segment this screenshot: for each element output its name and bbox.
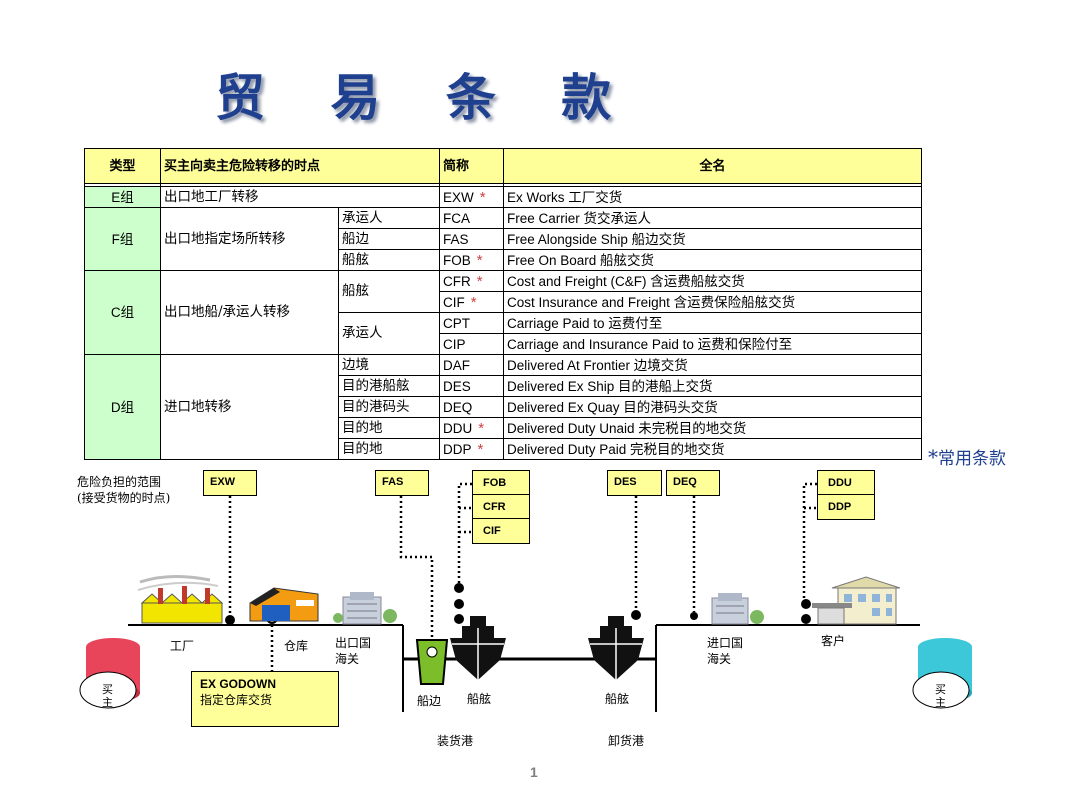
term-sub: 船舷 bbox=[338, 270, 440, 313]
customer-building-icon bbox=[812, 576, 901, 625]
common-star-icon: * bbox=[476, 272, 483, 290]
label-loading-port: 装货港 bbox=[437, 734, 474, 748]
term-full: Cost and Freight (C&F) 含运费船舷交货 bbox=[503, 270, 922, 292]
box-deq: DEQ bbox=[666, 470, 720, 496]
header-risk-point: 买主向卖主危险转移的时点 bbox=[160, 148, 440, 184]
label-warehouse: 仓库 bbox=[284, 639, 309, 653]
table-row: 目的港船舷 DES Delivered Ex Ship 目的港船上交货 bbox=[85, 375, 922, 397]
buyer-figure-icon bbox=[912, 638, 972, 709]
term-full: Ex Works 工厂交货 bbox=[503, 186, 922, 208]
factory-icon bbox=[137, 574, 224, 624]
term-full: Carriage and Insurance Paid to 运费和保险付至 bbox=[503, 333, 922, 355]
box-exw: EXW bbox=[203, 470, 257, 496]
group-c-risk: 出口地船/承运人转移 bbox=[160, 270, 339, 355]
table-row: 船舷 FOB* Free On Board 船舷交货 bbox=[85, 249, 922, 271]
trade-terms-table: 类型 买主向卖主危险转移的时点 简称 全名 E组 出口地工厂转移 EXW* Ex… bbox=[84, 148, 922, 460]
term-code: DDP* bbox=[439, 438, 504, 460]
term-code: CFR* bbox=[439, 270, 504, 292]
box-ddu: DDU bbox=[818, 471, 874, 495]
box-fob-cfr-cif: FOB CFR CIF bbox=[472, 470, 530, 544]
group-d-risk: 进口地转移 bbox=[160, 354, 339, 460]
term-sub: 船舷 bbox=[338, 249, 440, 271]
term-full: Free Carrier 货交承运人 bbox=[503, 207, 922, 229]
ship-icon-unloading bbox=[588, 616, 644, 680]
group-e: E组 bbox=[84, 186, 161, 208]
box-fob: FOB bbox=[473, 471, 529, 495]
box-cfr: CFR bbox=[473, 495, 529, 519]
common-star-icon: * bbox=[476, 251, 483, 269]
common-terms-note: *常用条款 bbox=[928, 445, 1006, 469]
risk-range-label: 危险负担的范围 (接受货物的时点) bbox=[77, 475, 171, 505]
common-star-icon: * bbox=[470, 293, 477, 311]
term-full: Delivered Duty Paid 完税目的地交货 bbox=[503, 438, 922, 460]
common-star-icon: * bbox=[478, 419, 485, 437]
table-row: C组 出口地船/承运人转移 船舷 CFR* Cost and Freight (… bbox=[84, 270, 922, 355]
table-row: 目的地 DDP* Delivered Duty Paid 完税目的地交货 bbox=[85, 438, 922, 460]
term-code: FOB* bbox=[439, 249, 504, 271]
table-row: F组 出口地指定场所转移 承运人 FCA Free Carrier 货交承运人 bbox=[84, 207, 922, 271]
export-customs-icon bbox=[333, 592, 397, 625]
term-sub: 目的港船舷 bbox=[338, 375, 440, 397]
common-star-icon: * bbox=[479, 188, 486, 206]
ship-icon-loading bbox=[450, 616, 506, 680]
table-header-row: 类型 买主向卖主危险转移的时点 简称 全名 bbox=[84, 148, 922, 184]
page-number: 1 bbox=[530, 764, 538, 780]
label-ship-1: 船舷 bbox=[467, 692, 492, 706]
label-shipside: 船边 bbox=[417, 694, 442, 708]
page-title: 贸 易 条 款 bbox=[215, 68, 636, 127]
term-code: DEQ bbox=[439, 396, 504, 418]
label-buyer: 买主 bbox=[935, 683, 946, 709]
group-f-risk: 出口地指定场所转移 bbox=[160, 207, 339, 271]
term-sub: 承运人 bbox=[338, 312, 440, 355]
group-e-risk: 出口地工厂转移 bbox=[160, 186, 440, 208]
term-code: CIF* bbox=[439, 291, 504, 313]
label-seller: 买主 bbox=[102, 683, 113, 709]
header-fullname: 全名 bbox=[503, 148, 922, 184]
header-type: 类型 bbox=[84, 148, 161, 184]
box-ddp: DDP bbox=[828, 501, 852, 513]
term-full: Free On Board 船舷交货 bbox=[503, 249, 922, 271]
label-import-customs: 进口国海关 bbox=[707, 636, 744, 666]
label-factory: 工厂 bbox=[170, 639, 195, 653]
box-des: DES bbox=[607, 470, 662, 496]
import-customs-icon bbox=[711, 593, 764, 625]
label-customer: 客户 bbox=[821, 634, 846, 648]
term-full: Delivered At Frontier 边境交货 bbox=[503, 354, 922, 376]
term-full: Free Alongside Ship 船边交货 bbox=[503, 228, 922, 250]
term-code: EXW* bbox=[439, 186, 504, 208]
box-ddu-ddp: DDU DDP bbox=[817, 470, 875, 520]
term-full: Cost Insurance and Freight 含运费保险船舷交货 bbox=[503, 291, 922, 313]
box-cif: CIF bbox=[483, 525, 501, 537]
table-row: 船边 FAS Free Alongside Ship 船边交货 bbox=[85, 228, 922, 250]
group-c: C组 bbox=[84, 270, 161, 355]
shipside-bucket-icon bbox=[415, 639, 449, 685]
table-row: CIF* Cost Insurance and Freight 含运费保险船舷交… bbox=[85, 291, 922, 313]
seller-figure-icon bbox=[79, 638, 140, 709]
table-row: E组 出口地工厂转移 EXW* Ex Works 工厂交货 bbox=[84, 186, 922, 208]
group-d: D组 bbox=[84, 354, 161, 460]
label-ship-2: 船舷 bbox=[605, 692, 630, 706]
label-export-customs: 出口国海关 bbox=[335, 636, 372, 666]
box-fas: FAS bbox=[375, 470, 429, 496]
warehouse-icon bbox=[249, 587, 319, 622]
ex-godown-box: EX GODOWN 指定仓库交货 bbox=[191, 671, 339, 727]
common-star-icon: * bbox=[477, 440, 484, 458]
table-row: D组 进口地转移 边境 DAF Delivered At Frontier 边境… bbox=[84, 354, 922, 460]
table-row: CIP Carriage and Insurance Paid to 运费和保险… bbox=[85, 333, 922, 355]
label-unloading-port: 卸货港 bbox=[608, 734, 645, 748]
